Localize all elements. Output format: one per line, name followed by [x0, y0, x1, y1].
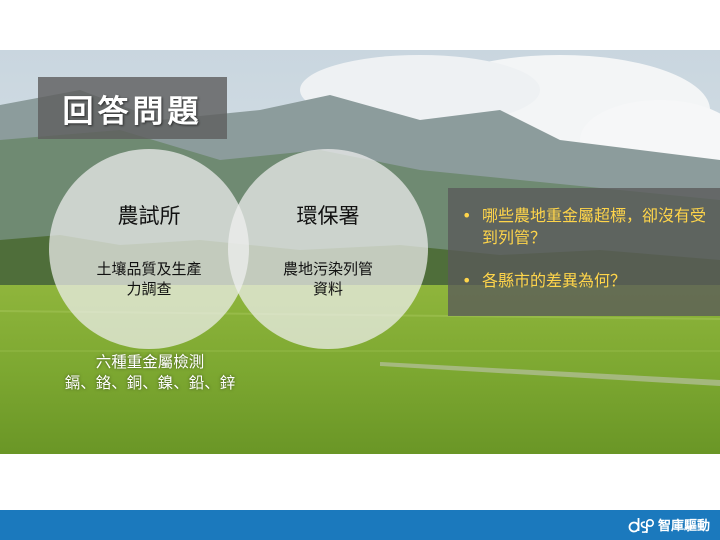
circle-epa-subtitle: 農地污染列管 資料 — [248, 259, 408, 299]
brand-name: 智庫驅動 — [657, 519, 710, 534]
slide-title: 回答問題 — [62, 93, 203, 130]
venn-circle-epa — [228, 149, 428, 349]
venn-circle-coa — [49, 149, 249, 349]
heavy-metals-line2: 鎘、鉻、銅、鎳、鉛、鋅 — [64, 374, 236, 392]
circle-coa-subtitle-line1: 土壤品質及生產 — [96, 260, 202, 278]
circle-coa-title: 農試所 — [117, 204, 181, 228]
circle-coa-subtitle: 土壤品質及生產 力調查 — [69, 259, 229, 299]
question-item: • 各縣市的差異為何？ — [462, 270, 712, 292]
circle-epa-title: 環保署 — [296, 204, 360, 228]
heavy-metals-line1: 六種重金屬檢測 — [95, 353, 205, 371]
questions-box: • 哪些農地重金屬超標，卻沒有受到列管？ • 各縣市的差異為何？ — [448, 188, 720, 316]
circle-epa-subtitle-line1: 農地污染列管 — [282, 260, 373, 278]
question-text: 各縣市的差異為何？ — [482, 271, 627, 290]
circle-epa-subtitle-line2: 資料 — [312, 280, 343, 298]
footer-bar: 智庫驅動 — [0, 510, 720, 540]
heavy-metals-note: 六種重金屬檢測 鎘、鉻、銅、鎳、鉛、鋅 — [40, 352, 260, 394]
dsp-logo-icon — [628, 517, 654, 533]
question-item: • 哪些農地重金屬超標，卻沒有受到列管？ — [462, 205, 712, 249]
bullet-icon: • — [462, 271, 472, 290]
slide-title-box: 回答問題 — [38, 77, 227, 139]
brand: 智庫驅動 — [628, 515, 710, 534]
bullet-icon: • — [462, 206, 472, 225]
question-text: 哪些農地重金屬超標，卻沒有受到列管？ — [482, 206, 707, 247]
circle-coa-subtitle-line2: 力調查 — [126, 280, 172, 298]
